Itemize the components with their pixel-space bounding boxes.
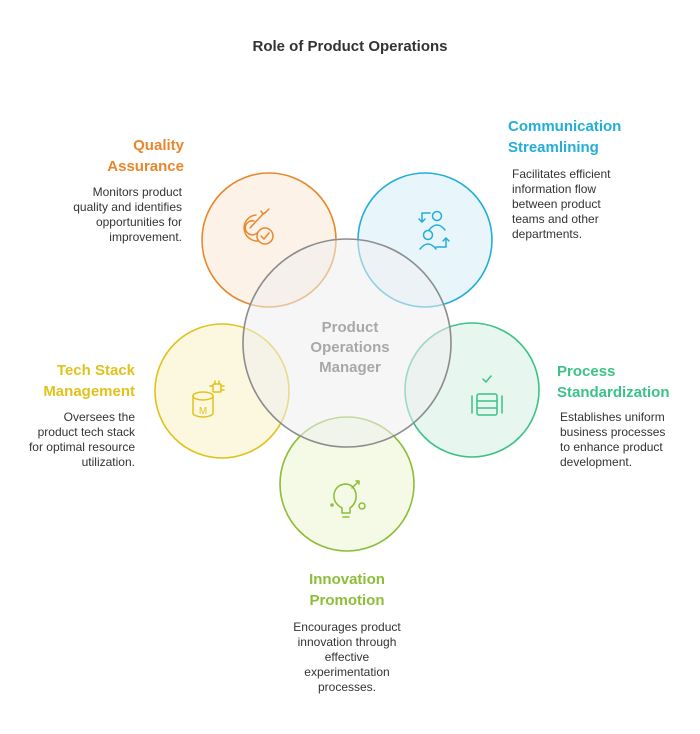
- communication-desc-line: departments.: [512, 227, 583, 241]
- process-heading: Process Standardization: [557, 361, 697, 403]
- process-description: Establishes uniform business processes t…: [560, 410, 695, 470]
- communication-desc-line: teams and other: [512, 212, 599, 226]
- innovation-description: Encourages product innovation through ef…: [265, 620, 429, 695]
- tech-stack-desc-line: utilization.: [81, 455, 135, 469]
- center-node: [242, 238, 452, 448]
- innovation-desc-line: effective: [324, 650, 370, 664]
- tech-stack-heading-line-2: Management: [43, 383, 135, 400]
- tech-stack-description: Oversees the product tech stack for opti…: [10, 410, 135, 470]
- center-label-line-1: Product: [321, 319, 379, 336]
- communication-desc-line: information flow: [512, 182, 597, 196]
- user-exchange-icon: [418, 210, 450, 250]
- communication-heading: Communication Streamlining: [508, 116, 688, 158]
- database-letter: M: [199, 406, 207, 417]
- quality-description: Monitors product quality and identifies …: [40, 185, 182, 245]
- center-label-line-3: Manager: [319, 359, 381, 376]
- innovation-desc-line: experimentation: [304, 665, 390, 679]
- tech-stack-heading: Tech Stack Management: [20, 360, 135, 402]
- lightbulb-icon: [330, 480, 366, 518]
- tech-stack-desc-line: product tech stack: [37, 425, 135, 439]
- process-desc-line: development.: [560, 455, 633, 469]
- quality-heading-line-2: Assurance: [107, 158, 184, 175]
- quality-desc-line: improvement.: [109, 230, 182, 244]
- process-heading-line-2: Standardization: [557, 384, 670, 401]
- quality-desc-line: opportunities for: [95, 215, 182, 229]
- process-desc-line: Establishes uniform: [560, 410, 665, 424]
- innovation-heading-line-2: Promotion: [309, 592, 385, 609]
- center-label-line-2: Operations: [310, 339, 390, 356]
- database-chip-icon: [192, 380, 225, 418]
- process-desc-line: to enhance product: [560, 440, 663, 454]
- innovation-desc-line: processes.: [317, 680, 377, 694]
- quality-desc-line: quality and identifies: [73, 200, 182, 214]
- communication-desc-line: between product: [512, 197, 601, 211]
- process-heading-line-1: Process: [557, 363, 616, 380]
- tech-stack-desc-line: Oversees the: [63, 410, 135, 424]
- innovation-heading: Innovation Promotion: [265, 569, 429, 611]
- target-check-icon: [243, 208, 274, 245]
- quality-heading-line-1: Quality: [133, 137, 184, 154]
- communication-heading-line-2: Streamlining: [508, 139, 599, 156]
- communication-heading-line-1: Communication: [508, 118, 622, 135]
- quality-heading: Quality Assurance: [60, 135, 184, 177]
- center-label: Product Operations Manager: [280, 318, 420, 378]
- innovation-heading-line-1: Innovation: [309, 571, 385, 588]
- communication-desc-line: Facilitates efficient: [512, 167, 611, 181]
- tech-stack-desc-line: for optimal resource: [28, 440, 135, 454]
- quality-desc-line: Monitors product: [92, 185, 182, 199]
- tech-stack-heading-line-1: Tech Stack: [56, 362, 135, 379]
- server-stack-check-icon: [471, 375, 503, 416]
- page-title: Role of Product Operations: [252, 38, 448, 55]
- innovation-desc-line: innovation through: [297, 635, 397, 649]
- process-desc-line: business processes: [560, 425, 666, 439]
- communication-description: Facilitates efficient information flow b…: [512, 167, 672, 242]
- innovation-desc-line: Encourages product: [293, 620, 401, 634]
